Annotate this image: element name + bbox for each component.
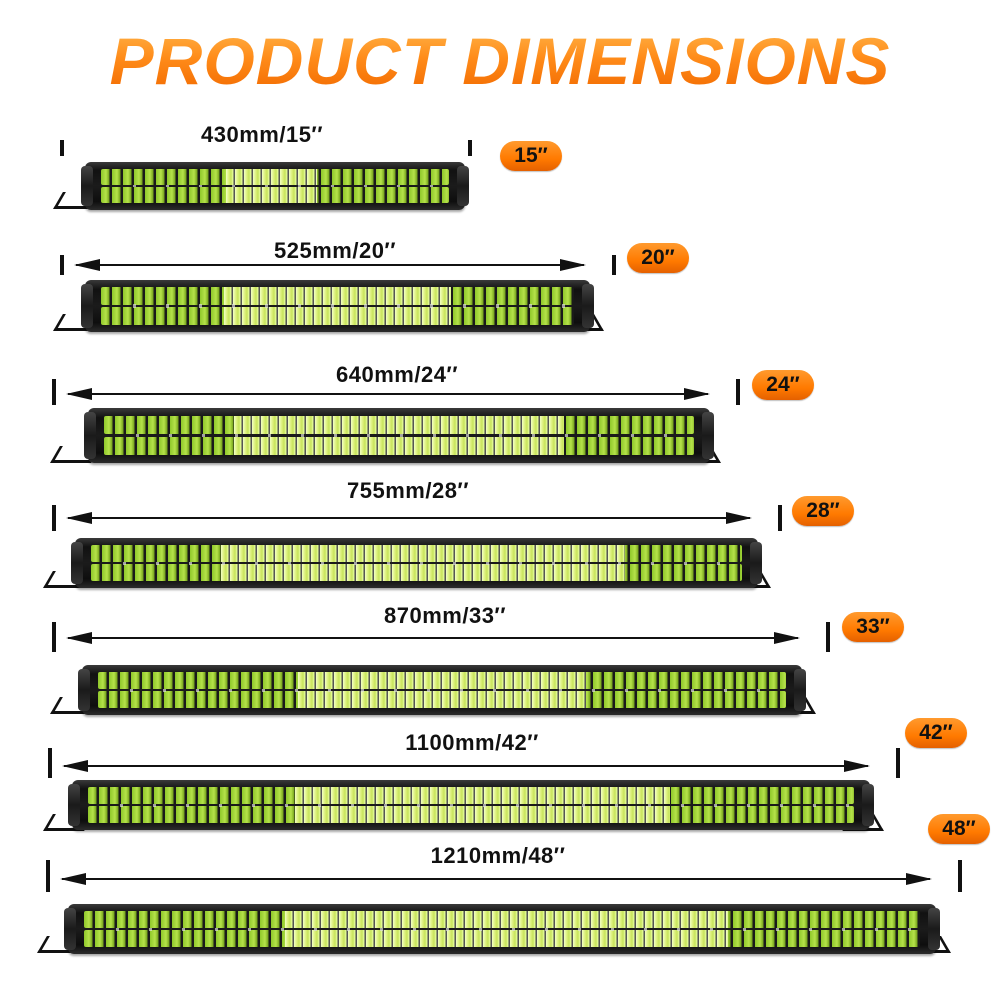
dimension-label: 870mm/33′′ [382,603,508,629]
dimension-tick-right [958,860,962,892]
size-badge: 24′′ [752,370,814,400]
dimension-tick-right [612,255,616,275]
dimension-arrow [62,760,870,772]
size-badge: 15′′ [500,141,562,171]
end-cap-right [702,412,714,459]
end-cap-left [64,908,76,950]
dimension-tick-left [60,140,64,156]
led-center-module [221,545,625,562]
led-center-module [233,436,565,456]
housing-screws [103,184,447,188]
dimension-label: 1100mm/42′′ [403,730,541,756]
dimension-tick-right [468,140,472,156]
led-light-bar [78,665,806,715]
dimension-tick-left [52,622,56,652]
dimension-tick-left [46,860,50,892]
dimension-label: 430mm/15′′ [199,122,325,148]
dimension-arrow [66,388,710,400]
end-cap-right [862,784,874,826]
led-center-module [226,168,317,186]
led-center-module [294,787,671,804]
housing-screws [90,803,852,807]
housing-screws [93,561,740,565]
dimension-label: 755mm/28′′ [345,478,471,504]
end-cap-right [794,669,806,711]
led-light-bar [68,780,874,830]
dimension-arrow [66,512,752,524]
end-cap-right [750,542,762,584]
led-center-module [297,691,587,708]
size-badge: 33′′ [842,612,904,642]
dimension-tick-left [52,379,56,405]
led-center-module [294,806,671,823]
led-center-module [223,287,451,305]
led-center-module [284,911,728,928]
dimension-label: 640mm/24′′ [334,362,460,388]
dimension-arrow [74,259,586,271]
end-cap-left [81,284,93,328]
size-badge: 28′′ [792,496,854,526]
size-badge: 42′′ [905,718,967,748]
end-cap-left [68,784,80,826]
housing-screws [106,433,692,438]
size-badge: 48′′ [928,814,990,844]
dimension-tick-left [48,748,52,778]
end-cap-right [928,908,940,950]
led-light-bar [84,408,714,463]
dimension-tick-right [778,505,782,531]
housing-screws [86,927,918,931]
dimension-tick-left [60,255,64,275]
dimension-label: 1210mm/48′′ [428,843,568,869]
end-cap-right [457,165,469,207]
led-center-module [223,307,451,325]
page-title: PRODUCT DIMENSIONS [0,28,1000,94]
dimension-label: 525mm/20′′ [272,238,398,264]
led-light-bar [81,280,594,332]
led-light-bar [71,538,762,588]
size-badge: 20′′ [627,243,689,273]
dimension-tick-right [896,748,900,778]
dimension-tick-right [736,379,740,405]
housing-screws [103,304,572,308]
end-cap-left [81,165,93,207]
housing-screws [100,688,784,692]
dimension-tick-left [52,505,56,531]
led-center-module [297,672,587,689]
led-light-bar [81,162,469,210]
led-center-module [233,415,565,435]
dimension-arrow [66,632,800,644]
end-cap-left [78,669,90,711]
end-cap-left [71,542,83,584]
led-center-module [226,186,317,204]
dimension-arrow [60,873,932,885]
end-cap-left [84,412,96,459]
led-center-module [221,564,625,581]
dimension-tick-right [826,622,830,652]
led-light-bar [64,904,940,954]
end-cap-right [582,284,594,328]
led-center-module [284,930,728,947]
